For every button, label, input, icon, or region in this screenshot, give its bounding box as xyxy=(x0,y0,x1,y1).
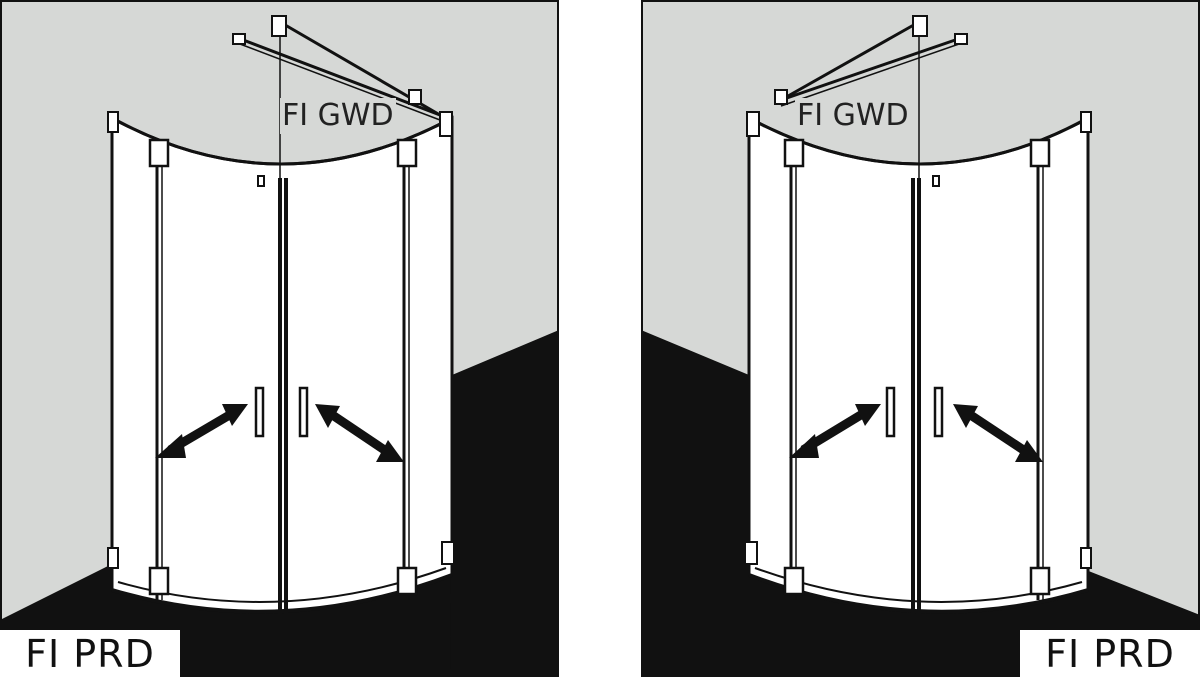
wall-clamp-top-left xyxy=(107,111,119,133)
hinge-bottom-left xyxy=(783,566,805,596)
hinge-top-left xyxy=(148,138,170,168)
wall-clamp-top-left xyxy=(746,111,760,137)
fixed-panel-label: FI PRD xyxy=(0,627,183,677)
double-headed-arrow-icon xyxy=(155,404,248,458)
stabilizer-bar xyxy=(237,36,441,117)
hinge-top-left xyxy=(783,138,805,168)
double-headed-arrow-icon xyxy=(953,404,1043,462)
stabilizer-bar xyxy=(780,36,962,102)
double-headed-arrow-icon xyxy=(789,404,881,458)
wall-clamp-bottom-right xyxy=(1080,547,1092,569)
stabilizer-bar-lower xyxy=(780,43,960,107)
shower-enclosure-drawing-right xyxy=(641,0,1200,677)
handle-left xyxy=(885,386,896,438)
door-stop-top xyxy=(257,175,265,187)
stabilizer-end-cap xyxy=(954,33,968,45)
double-headed-arrow-icon xyxy=(315,404,404,462)
handle-left xyxy=(254,386,265,438)
wall-clamp-bottom-right xyxy=(441,541,455,565)
handle-right xyxy=(933,386,944,438)
wall-clamp-bottom-left xyxy=(744,541,758,565)
hinge-bottom-right xyxy=(1029,566,1051,596)
handle-right xyxy=(298,386,309,438)
stabilizer-connector xyxy=(408,89,422,105)
stabilizer-end-cap xyxy=(232,33,246,45)
wall-rail-label: FI GWD xyxy=(280,98,396,134)
door-stop-top xyxy=(932,175,940,187)
fixed-panel-label: FI PRD xyxy=(1017,627,1200,677)
shower-enclosure-drawing-left xyxy=(0,0,559,677)
stabilizer-diagonal xyxy=(780,20,920,102)
hinge-top-right xyxy=(396,138,418,168)
shower-diagram-left: FI GWD FI PRD xyxy=(0,0,559,677)
hinge-bottom-right xyxy=(396,566,418,596)
wall-clamp-top-right xyxy=(1080,111,1092,133)
side-wall-shadow xyxy=(641,330,749,677)
shower-diagram-right: FI GWD FI PRD xyxy=(641,0,1200,677)
wall-rail-label: FI GWD xyxy=(795,98,911,134)
wall-clamp-top-right xyxy=(439,111,453,137)
stabilizer-wall-mount xyxy=(271,15,287,37)
hinge-bottom-left xyxy=(148,566,170,596)
side-wall-shadow xyxy=(450,330,559,677)
stabilizer-connector xyxy=(774,89,788,105)
hinge-top-right xyxy=(1029,138,1051,168)
stabilizer-wall-mount xyxy=(912,15,928,37)
stabilizer-bar-lower xyxy=(239,43,441,121)
wall-clamp-bottom-left xyxy=(107,547,119,569)
